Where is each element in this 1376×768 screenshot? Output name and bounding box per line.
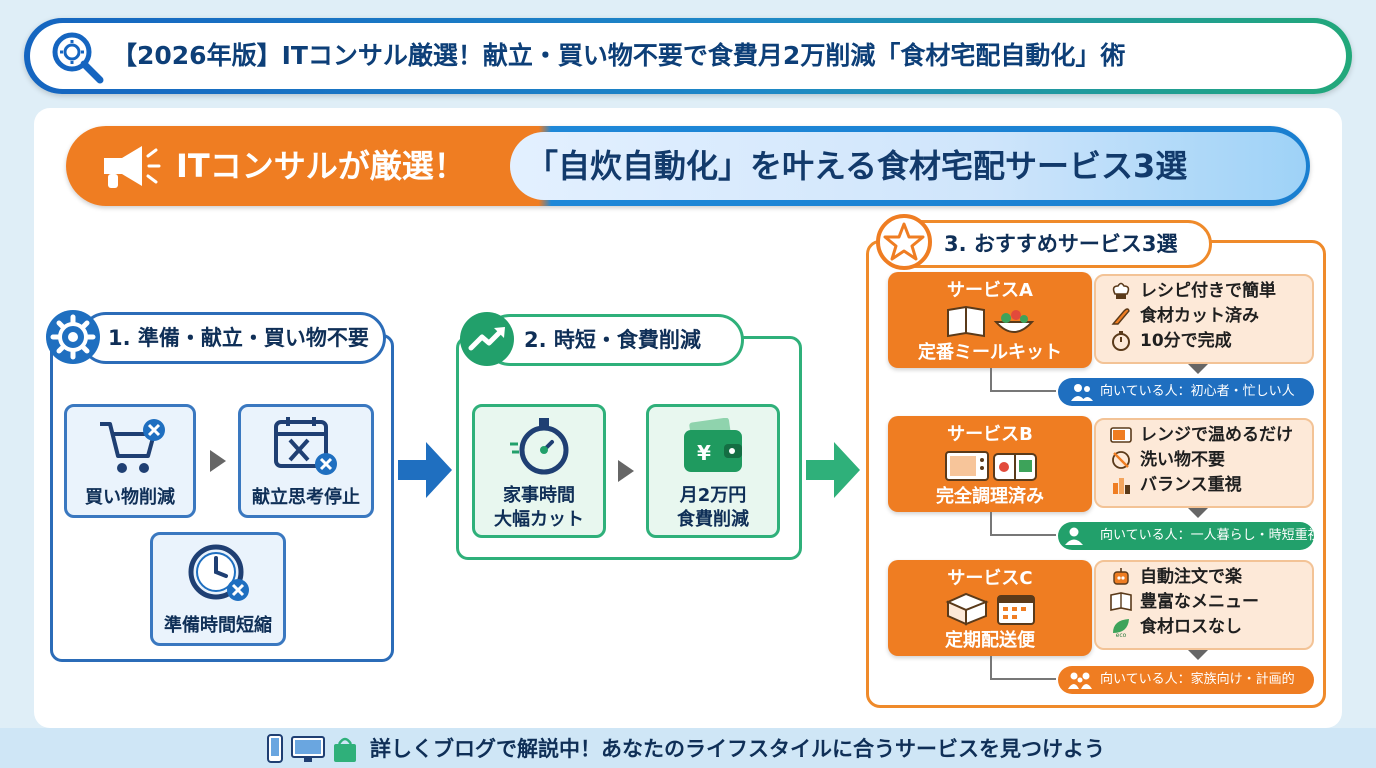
feature-text: 食材カット済み [1140, 306, 1259, 326]
tile-shopping-reduction [64, 404, 196, 518]
feature-text: 豊富なメニュー [1140, 592, 1259, 612]
down-arrow [1188, 650, 1208, 660]
bento-icon [993, 453, 1037, 481]
service-b-name: 完全調理済み [936, 486, 1044, 507]
device-icons [267, 734, 356, 763]
connector-line [990, 512, 1056, 536]
service-c-target: 向いている人：家族向け・計画的 [1058, 666, 1314, 694]
chef-hat-icon [1112, 282, 1130, 299]
page-title: 【2026年版】ITコンサル厳選！献立・買い物不要で食費月2万削減「食材宅配自動… [112, 41, 1126, 70]
microwave-bento-icons [945, 451, 1037, 481]
big-arrow-blue [398, 442, 452, 498]
down-arrow [1188, 508, 1208, 518]
tile-label: 買い物削減 [85, 487, 175, 508]
feature-text: 洗い物不要 [1140, 450, 1225, 470]
no-dishes-icon [1112, 451, 1130, 469]
star-icon [876, 214, 932, 270]
tile-label-line1: 月2万円 [679, 485, 747, 506]
section1-title: 1. 準備・献立・買い物不要 [108, 326, 369, 350]
feature-text: レンジで温めるだけ [1140, 425, 1293, 445]
tile-label: 献立思考停止 [252, 487, 360, 508]
service-c-name: 定期配送便 [945, 630, 1035, 651]
section1-header [80, 312, 386, 364]
section2-header [484, 314, 744, 366]
service-c-title: サービスC [947, 568, 1033, 589]
balance-icon [1113, 478, 1130, 494]
person-icon [1065, 527, 1083, 545]
title-bar-inner [30, 23, 1346, 89]
robot-icon [1113, 568, 1129, 585]
calendar-cutlery-x-icon [274, 417, 337, 475]
connector-line [990, 656, 1056, 680]
clock-x-icon [188, 544, 249, 601]
recipe-book-icon [947, 305, 985, 338]
timer-icon [1112, 331, 1130, 351]
tile-label-line2: 大幅カット [494, 509, 584, 530]
megaphone-icon [104, 146, 161, 188]
gear-icon [46, 310, 100, 364]
knife-icon [1111, 308, 1130, 325]
service-a-name: 定番ミールキット [918, 342, 1062, 363]
service-a-features [1094, 274, 1314, 364]
service-a-target: 向いている人：初心者・忙しい人 [1058, 378, 1314, 406]
down-arrow [1188, 364, 1208, 374]
search-gear-icon [52, 32, 104, 84]
feature-text: 食材ロスなし [1140, 617, 1242, 637]
feature-text: レシピ付きで簡単 [1140, 281, 1276, 301]
salad-bowl-icon [993, 310, 1035, 333]
tile-label-line2: 食費削減 [677, 509, 749, 530]
service-c-card [888, 560, 1092, 656]
flow-arrow [210, 450, 226, 472]
microwave-icon [1110, 427, 1132, 443]
shopping-bag-icon [334, 737, 356, 762]
connector-line [990, 368, 1056, 392]
footer-text: 詳しくブログで解説中！あなたのライフスタイルに合うサービスを見つけよう [370, 737, 1105, 761]
service-b-title: サービスB [947, 424, 1033, 445]
menu-book-icon [1110, 592, 1132, 611]
cart-x-icon [100, 419, 165, 473]
microwave-icon [945, 451, 989, 481]
recipe-book-salad-icons [947, 305, 1035, 338]
feature-text: 10分で完成 [1140, 331, 1232, 351]
svg-text:eco: eco [1116, 632, 1127, 638]
feature-text: バランス重視 [1140, 475, 1242, 495]
section3-title: 3. おすすめサービス3選 [944, 232, 1178, 256]
sub-banner-right-panel [510, 132, 1306, 200]
banner-right-label: 「自炊自動化」を叶える食材宅配サービス3選 [526, 147, 1188, 185]
banner-left-label: ITコンサルが厳選！ [176, 147, 466, 185]
big-arrow-green [806, 442, 860, 498]
service-b-target: 向いている人：一人暮らし・時短重視 [1058, 522, 1321, 550]
box-calendar-icons [945, 592, 1035, 626]
people-icon [1071, 384, 1093, 401]
tile-label-line1: 家事時間 [503, 485, 575, 506]
flow-arrow [618, 460, 634, 482]
tile-prep-shorten [150, 532, 286, 646]
smartphone-icon [267, 734, 283, 763]
section2-title: 2. 時短・食費削減 [524, 328, 701, 352]
trend-up-icon [460, 312, 514, 366]
service-b-card [888, 416, 1092, 512]
wallet-yen-icon: ¥ [684, 418, 742, 472]
svg-text:¥: ¥ [697, 441, 711, 465]
service-a-card [888, 272, 1092, 368]
monitor-icon [291, 736, 325, 762]
service-a-title: サービスA [947, 280, 1033, 301]
tile-label: 準備時間短縮 [164, 615, 272, 636]
feature-text: 自動注文で楽 [1140, 567, 1242, 587]
stopwatch-icon [510, 418, 569, 475]
eco-leaf-icon: eco [1113, 619, 1129, 638]
family-icon [1068, 672, 1092, 689]
box-icon [945, 592, 989, 626]
calendar-icon [997, 595, 1035, 625]
footer-bar [0, 728, 1376, 768]
